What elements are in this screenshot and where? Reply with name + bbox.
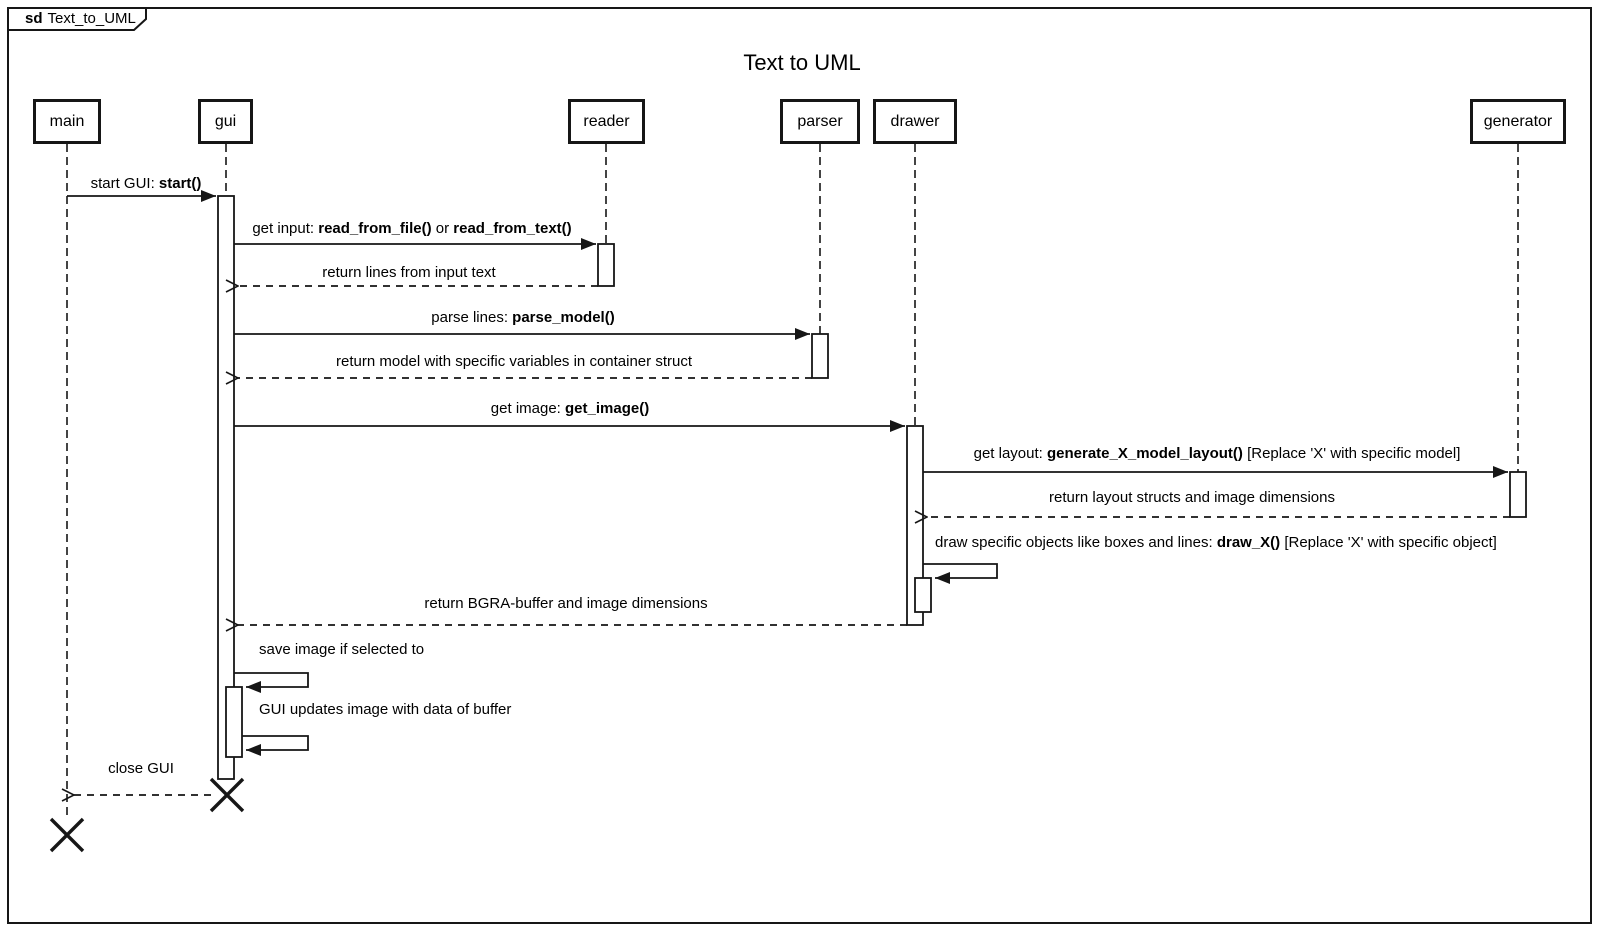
- lifeline-head-parser: parser: [780, 99, 860, 144]
- message-label-return-model: return model with specific variables in …: [336, 353, 692, 370]
- activation-gui-nested: [225, 686, 243, 758]
- activation-reader: [597, 243, 615, 287]
- message-label-return-buffer: return BGRA-buffer and image dimensions: [424, 595, 708, 612]
- message-label-get-image: get image: get_image(): [490, 400, 650, 417]
- frame-tag-pentagon: [7, 7, 147, 31]
- lifeline-head-drawer: drawer: [873, 99, 957, 144]
- message-label-return-lines: return lines from input text: [322, 264, 496, 281]
- activation-parser: [811, 333, 829, 379]
- destroy-marks-group: [49, 777, 245, 853]
- activation-drawer-nested: [914, 577, 932, 613]
- message-arrow-draw-self: [923, 563, 998, 584]
- lifeline-head-reader: reader: [568, 99, 645, 144]
- activation-gui: [217, 195, 235, 780]
- message-label-draw-self: draw specific objects like boxes and lin…: [935, 534, 1497, 551]
- messages-group: [67, 190, 1510, 795]
- lifeline-head-generator: generator: [1470, 99, 1566, 144]
- lifelines-group: [66, 144, 1519, 817]
- message-label-get-layout: get layout: generate_X_model_layout() [R…: [973, 445, 1461, 462]
- message-label-close-gui: close GUI: [108, 760, 174, 777]
- lifeline-head-gui: gui: [198, 99, 253, 144]
- message-label-gui-updates: GUI updates image with data of buffer: [259, 701, 512, 718]
- lifeline-head-main: main: [33, 99, 101, 144]
- message-label-get-input: get input: read_from_file() or read_from…: [252, 220, 572, 237]
- diagram-title: Text to UML: [743, 50, 861, 75]
- message-arrow-update-self: [242, 735, 309, 756]
- frame-tag-keyword: sd: [25, 10, 43, 27]
- activation-generator: [1509, 471, 1527, 518]
- diagram-frame: [7, 7, 1592, 924]
- message-label-start-gui: start GUI: start(): [90, 175, 202, 192]
- activation-drawer: [906, 425, 924, 626]
- message-arrow-save-self: [234, 672, 309, 693]
- frame-tag-name: Text_to_UML: [47, 10, 136, 27]
- message-label-save-image: save image if selected to: [259, 641, 425, 658]
- activations-group: [217, 195, 1527, 780]
- destroy-x-icon-gui: [209, 777, 245, 813]
- message-label-return-layout: return layout structs and image dimensio…: [1049, 489, 1335, 506]
- message-label-parse-lines: parse lines: parse_model(): [431, 309, 615, 326]
- destroy-x-icon-main: [49, 817, 85, 853]
